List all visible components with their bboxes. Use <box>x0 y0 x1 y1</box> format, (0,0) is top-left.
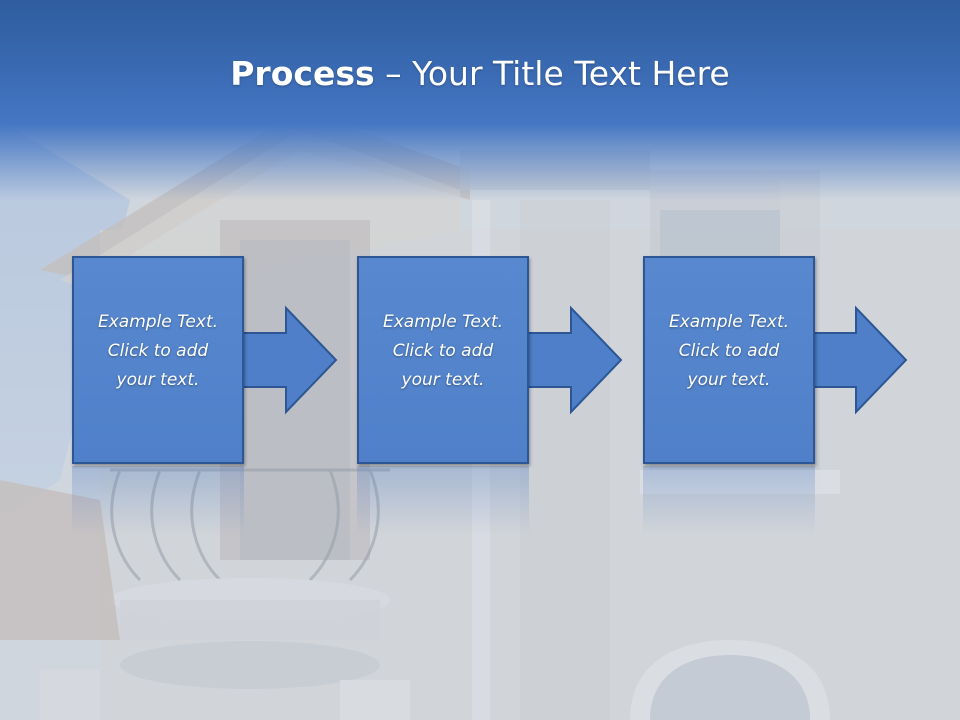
step-line: Example Text. <box>97 311 219 332</box>
title-separator: – <box>374 54 413 93</box>
box-reflection <box>72 466 244 536</box>
step-line: your text. <box>116 369 200 390</box>
step-line: Click to add <box>678 340 780 361</box>
step-line: Example Text. <box>382 311 504 332</box>
step-text: Example Text. Click to add your text. <box>368 308 518 395</box>
step-line: your text. <box>401 369 485 390</box>
box-reflection <box>357 466 529 536</box>
arrow-right-icon <box>808 305 908 415</box>
process-step-2[interactable]: Example Text. Click to add your text. <box>357 256 529 464</box>
step-text: Example Text. Click to add your text. <box>83 308 233 395</box>
arrow-right-icon <box>523 305 623 415</box>
box-reflection <box>643 466 815 536</box>
process-step-1[interactable]: Example Text. Click to add your text. <box>72 256 244 464</box>
title-rest: Your Title Text Here <box>412 54 730 93</box>
step-text: Example Text. Click to add your text. <box>654 308 804 395</box>
process-step-3[interactable]: Example Text. Click to add your text. <box>643 256 815 464</box>
step-line: Click to add <box>107 340 209 361</box>
header-band <box>0 0 960 200</box>
arrow-right-icon <box>238 305 338 415</box>
step-line: Click to add <box>392 340 494 361</box>
step-line: your text. <box>687 369 771 390</box>
slide-title[interactable]: Process – Your Title Text Here <box>0 54 960 93</box>
step-line: Example Text. <box>668 311 790 332</box>
title-bold: Process <box>230 54 375 93</box>
